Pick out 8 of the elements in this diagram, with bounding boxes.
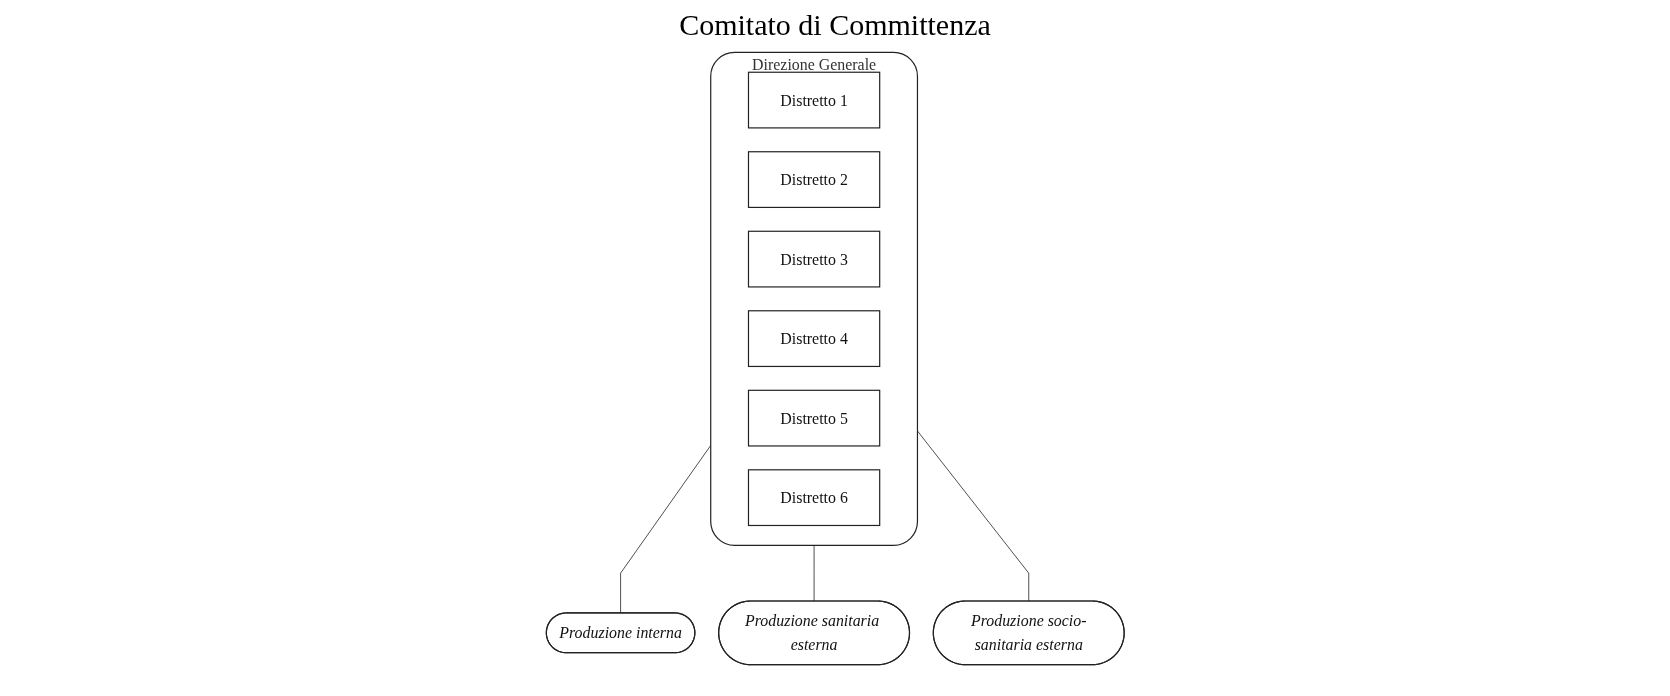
diagram-title: Comitato di Committenza: [678, 8, 992, 42]
connector: [813, 544, 815, 602]
node-box: Distretto 3: [747, 230, 881, 288]
node-box: Distretto 5: [747, 389, 881, 447]
node-box: Distretto 1: [747, 71, 881, 129]
node-box: Distretto 2: [747, 151, 881, 208]
node-box: Distretto 4: [747, 310, 881, 368]
node-box: Distretto 6: [747, 469, 881, 527]
